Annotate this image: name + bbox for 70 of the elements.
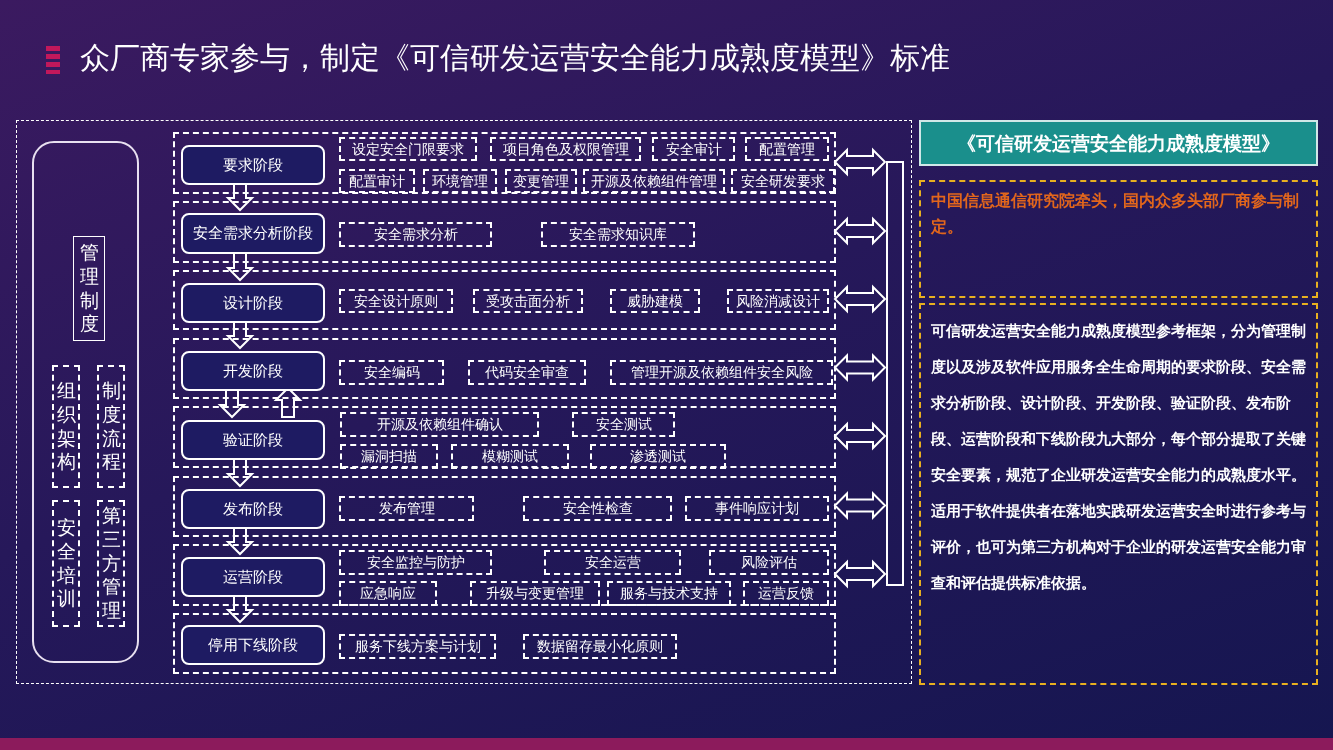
element-box: 安全监控与防护 [339,550,492,575]
stage-box: 要求阶段 [181,145,325,185]
stage-box: 设计阶段 [181,283,325,323]
block-arrow [833,491,887,520]
element-box: 模糊测试 [451,444,569,469]
element-box: 数据留存最小化原则 [523,634,677,659]
stage-box: 安全需求分析阶段 [181,213,325,254]
element-box: 升级与变更管理 [470,581,600,606]
stage-row [173,613,836,674]
page-title: 众厂商专家参与，制定《可信研发运营安全能力成熟度模型》标准 [80,39,950,77]
element-box: 威胁建模 [610,289,700,313]
element-box: 安全需求分析 [339,222,492,247]
framework-frame [16,120,912,684]
description-box: 可信研发运营安全能力成熟度模型参考框架，分为管理制度以及涉及软件应用服务全生命周期的要求阶段、安全需求分析阶段、设计阶段、开发阶段、验证阶段、发布阶段、运营阶段和下线阶段九大部分，每个部分提取了关键安全要素，规范了企业研发运营安全能力的成熟度水平。 适用于软件提供者在落地实践研发运营安全时进行参考与评价，也可为第三方机构对于企业的研发运营安全能力审查和评估提供标准依据。 [919,303,1318,685]
element-box: 配置审计 [339,169,415,193]
stage-row [173,270,836,330]
element-box: 服务与技术支持 [607,581,731,606]
stage-box: 验证阶段 [181,420,325,460]
element-box: 事件响应计划 [685,496,829,521]
block-arrow [833,216,887,246]
management-box: 管理制度 [73,236,105,341]
stage-row [173,476,836,537]
stage-row [173,406,836,468]
management-panel [32,141,139,663]
vertical-bar [886,161,904,586]
element-box: 开源及依赖组件确认 [340,412,539,437]
element-box: 开源及依赖组件管理 [583,169,725,193]
element-box: 受攻击面分析 [473,289,583,313]
element-box: 环境管理 [423,169,497,193]
element-box: 安全测试 [572,412,675,437]
stage-row [173,201,836,263]
stage-box: 停用下线阶段 [181,625,325,665]
stage-row [173,132,836,194]
element-box: 安全研发要求 [731,169,835,193]
stage-box: 运营阶段 [181,557,325,597]
element-box: 运营反馈 [743,581,829,606]
management-item: 安全培训 [52,500,80,627]
management-item: 组织架构 [52,365,80,488]
element-box: 代码安全审查 [468,360,586,385]
element-box: 安全编码 [339,360,444,385]
element-box: 配置管理 [745,137,829,161]
element-box: 漏洞扫描 [340,444,438,469]
element-box: 变更管理 [505,169,577,193]
title-banner: 《可信研发运营安全能力成熟度模型》 [919,120,1318,166]
block-arrow [833,421,887,451]
element-box: 安全运营 [544,550,681,575]
element-box: 风险评估 [709,550,829,575]
element-box: 管理开源及依赖组件安全风险 [610,360,833,385]
stage-box: 开发阶段 [181,351,325,391]
element-box: 安全设计原则 [339,289,453,313]
management-item: 第三方管理 [97,500,125,627]
element-box: 风险消减设计 [727,289,829,313]
element-box: 安全需求知识库 [541,222,695,247]
block-arrow [833,147,887,177]
block-arrow [833,353,887,382]
element-box: 发布管理 [339,496,474,521]
block-arrow [833,284,887,314]
element-box: 渗透测试 [590,444,726,469]
stage-box: 发布阶段 [181,489,325,529]
element-box: 安全性检查 [523,496,672,521]
element-box: 设定安全门限要求 [339,137,477,161]
block-arrow [833,559,887,589]
element-box: 应急响应 [339,581,437,606]
stage-row [173,544,836,606]
element-box: 项目角色及权限管理 [490,137,641,161]
element-box: 服务下线方案与计划 [339,634,496,659]
note-box: 中国信息通信研究院牵头，国内众多头部厂商参与制定。 [919,180,1318,298]
management-item: 制度流程 [97,365,125,488]
element-box: 安全审计 [652,137,735,161]
stage-row [173,338,836,399]
